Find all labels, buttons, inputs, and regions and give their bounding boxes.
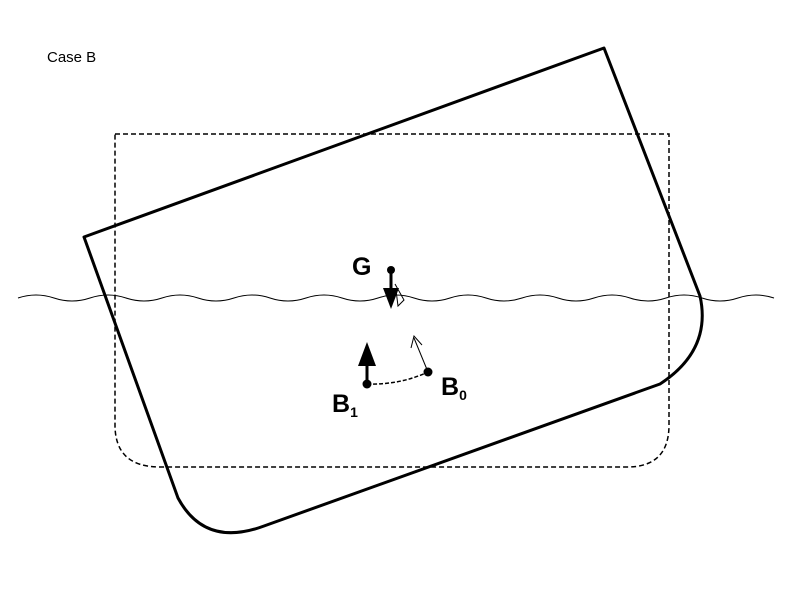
gravity-arrow-head [383,288,399,309]
b0-point [423,367,433,377]
g-point [387,266,395,274]
waterline [17,294,775,302]
gravity-arrow-ghost [394,283,405,308]
g-label: G [352,253,371,281]
upright-hull-outline [114,133,670,468]
b0-arrow-head [410,334,423,349]
buoyancy-shift-path [366,371,429,385]
b1-label: B1 [332,390,358,420]
heeled-hull-outline [82,46,704,535]
buoyancy-arrow-head [358,342,376,366]
case-label: Case B [47,49,97,66]
b0-arrow-shaft [413,337,429,373]
b1-point [362,379,372,389]
b0-label: B0 [441,373,467,403]
